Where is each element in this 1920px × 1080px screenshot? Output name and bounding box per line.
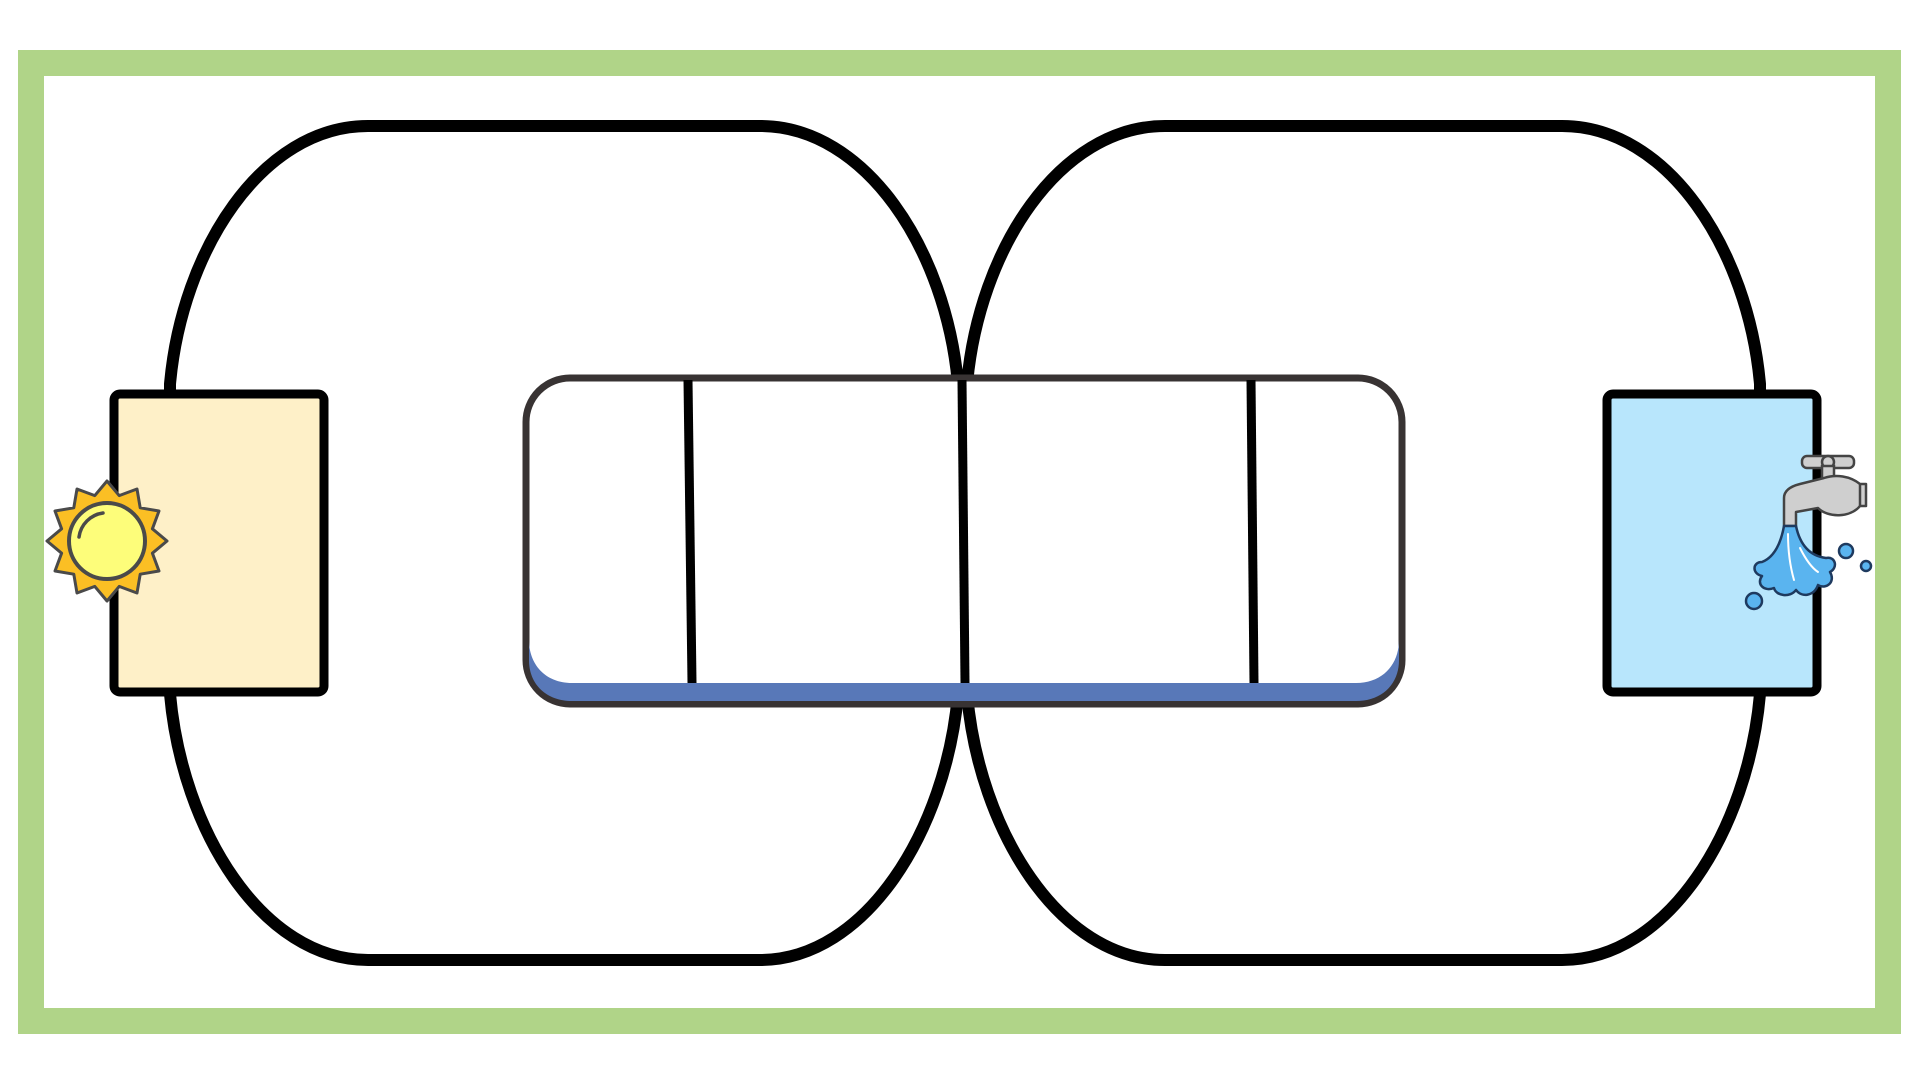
outer-frame (18, 50, 1901, 1034)
right-cold-box (1602, 389, 1822, 697)
water-drop-2 (1859, 559, 1873, 573)
water-bar (529, 640, 1399, 701)
water-stream (1753, 524, 1837, 597)
partition-line-center (957, 379, 970, 684)
right-loop (961, 120, 1766, 966)
sun-highlight (77, 511, 105, 539)
sun-icon (45, 479, 169, 603)
water-drop-1 (1837, 542, 1855, 560)
partition-line-left (683, 379, 697, 684)
left-loop (164, 120, 964, 966)
sun-body (67, 501, 147, 581)
water-drop-3 (1744, 591, 1764, 611)
faucet-body (1782, 474, 1868, 528)
partition-line-right (1246, 379, 1259, 684)
water-stream-highlight (1787, 533, 1819, 581)
faucet-icon (1744, 454, 1873, 611)
